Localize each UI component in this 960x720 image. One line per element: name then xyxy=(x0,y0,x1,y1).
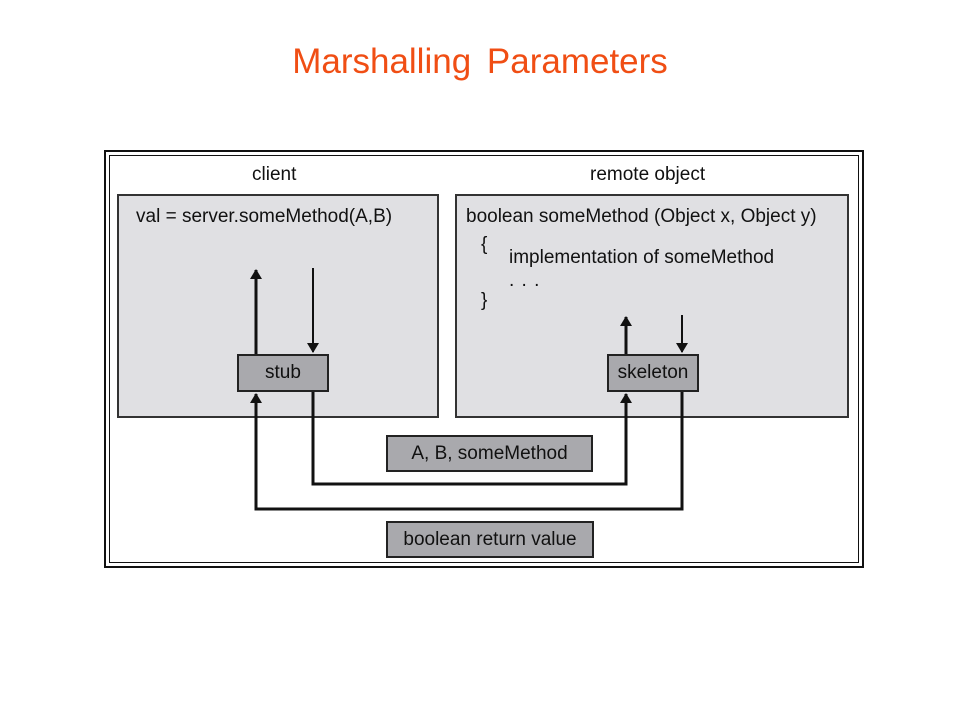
request-path-arrow xyxy=(311,392,632,486)
client-heading: client xyxy=(252,164,297,185)
response-message-box: boolean return value xyxy=(386,521,594,558)
request-message-label: A, B, someMethod xyxy=(411,442,568,464)
client-call-text: val = server.someMethod(A,B) xyxy=(136,206,393,227)
page-title: Marshalling Parameters xyxy=(292,42,668,81)
request-message-box: A, B, someMethod xyxy=(386,435,593,472)
remote-panel: boolean someMethod (Object x, Object y) … xyxy=(455,194,849,418)
method-signature: boolean someMethod (Object x, Object y) xyxy=(466,206,817,227)
skeleton-box: skeleton xyxy=(607,354,699,392)
stub-box: stub xyxy=(237,354,329,392)
diagram-inner-frame xyxy=(109,155,859,563)
ellipsis: . . . xyxy=(509,270,541,291)
response-message-label: boolean return value xyxy=(403,528,577,550)
skeleton-label: skeleton xyxy=(617,362,689,383)
remote-heading: remote object xyxy=(590,164,706,185)
response-path-arrow xyxy=(250,392,684,511)
stub-label: stub xyxy=(265,362,301,383)
implementation-text: implementation of someMethod xyxy=(509,247,775,268)
close-brace: } xyxy=(481,290,488,311)
open-brace: { xyxy=(481,234,488,255)
